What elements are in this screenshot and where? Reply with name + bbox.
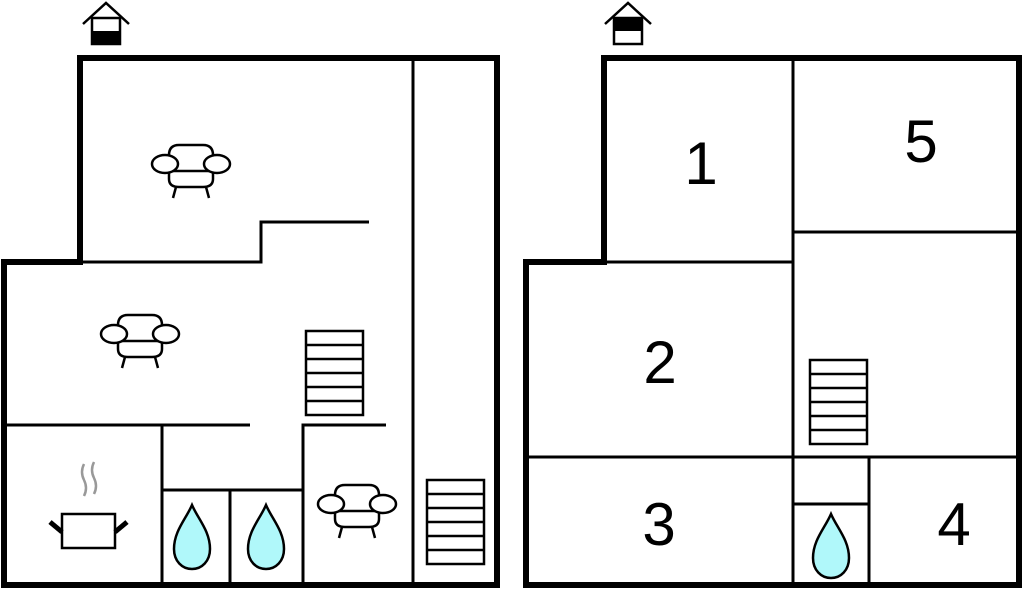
interior-wall bbox=[301, 423, 386, 585]
sofa-icon bbox=[150, 143, 232, 200]
house-icon-lower-floor bbox=[82, 1, 130, 46]
ground-floor-plan bbox=[1, 1, 500, 588]
house-icon-upper-floor bbox=[604, 1, 652, 46]
upper-floor-plan: 1 5 2 3 4 bbox=[523, 1, 1022, 588]
room-label-1: 1 bbox=[684, 130, 717, 197]
room-label-4: 4 bbox=[937, 491, 970, 558]
water-drop-icon bbox=[172, 503, 212, 571]
outer-wall bbox=[1, 55, 500, 588]
room-label-2: 2 bbox=[643, 329, 676, 396]
room-label-5: 5 bbox=[904, 108, 937, 175]
room-label-3: 3 bbox=[642, 491, 675, 558]
sofa-icon bbox=[316, 483, 398, 540]
interior-wall bbox=[80, 220, 369, 264]
stairs-icon bbox=[304, 329, 365, 417]
water-drop-icon bbox=[246, 503, 286, 571]
sofa-icon bbox=[99, 313, 181, 370]
water-drop-icon bbox=[811, 512, 851, 580]
stairs-icon bbox=[808, 358, 869, 446]
stairs-icon bbox=[425, 478, 486, 566]
cooking-pot-icon bbox=[48, 461, 129, 550]
